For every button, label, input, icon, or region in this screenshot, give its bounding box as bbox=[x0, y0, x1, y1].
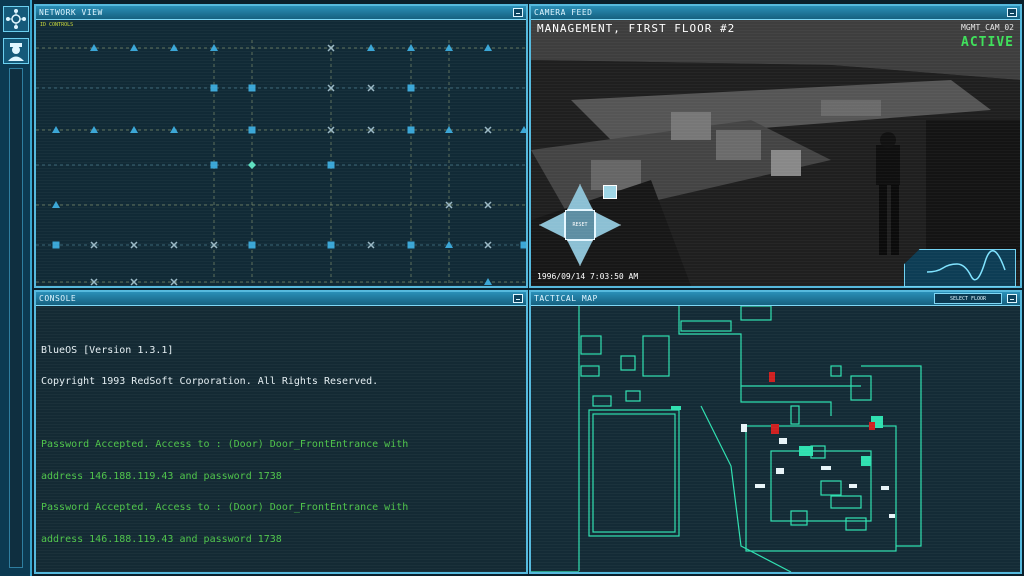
pan-right-button[interactable] bbox=[595, 212, 621, 238]
network-node[interactable] bbox=[484, 201, 492, 209]
network-node[interactable] bbox=[327, 44, 335, 52]
network-node[interactable] bbox=[407, 241, 415, 249]
network-node[interactable] bbox=[484, 44, 492, 51]
network-view-title: NETWORK VIEW bbox=[39, 8, 103, 17]
console-output[interactable]: BlueOS [Version 1.3.1] Copyright 1993 Re… bbox=[41, 325, 408, 567]
network-node[interactable] bbox=[210, 44, 218, 51]
network-node[interactable] bbox=[52, 126, 60, 133]
select-floor-button[interactable]: SELECT FLOOR bbox=[934, 293, 1002, 304]
tactical-map-title: TACTICAL MAP bbox=[534, 294, 598, 303]
network-node[interactable] bbox=[407, 126, 415, 134]
network-node[interactable] bbox=[170, 241, 178, 249]
network-node[interactable] bbox=[520, 241, 527, 249]
camera-feed-panel: CAMERA FEED MANAGEMENT, FIRST FLOOR #2 M… bbox=[529, 4, 1022, 288]
network-node[interactable] bbox=[130, 241, 138, 249]
network-node[interactable] bbox=[367, 84, 375, 92]
left-rail bbox=[0, 0, 32, 576]
network-node[interactable] bbox=[520, 126, 526, 133]
reset-label: RESET bbox=[572, 222, 588, 228]
console-line: Password Accepted. Access to : (Door) Do… bbox=[41, 439, 409, 450]
minimize-icon[interactable] bbox=[513, 8, 523, 17]
network-node[interactable] bbox=[445, 126, 453, 133]
camera-id: MGMT_CAM_02 bbox=[961, 23, 1014, 32]
network-node[interactable] bbox=[52, 241, 60, 249]
network-node[interactable] bbox=[52, 201, 60, 208]
console-panel: CONSOLE BlueOS [Version 1.3.1] Copyright… bbox=[34, 290, 528, 574]
camera-feed-titlebar: CAMERA FEED bbox=[531, 6, 1020, 20]
signal-wave-indicator bbox=[904, 249, 1016, 287]
minimize-icon[interactable] bbox=[1007, 294, 1017, 303]
camera-feed-title: CAMERA FEED bbox=[534, 8, 593, 17]
network-node[interactable] bbox=[248, 241, 256, 249]
network-node[interactable] bbox=[327, 241, 335, 249]
network-tag: ID CONTROLS bbox=[40, 22, 74, 28]
minimize-icon[interactable] bbox=[1007, 8, 1017, 17]
network-node[interactable] bbox=[248, 126, 256, 134]
pan-up-button[interactable] bbox=[567, 184, 593, 210]
network-graph[interactable] bbox=[36, 20, 526, 286]
network-node[interactable] bbox=[367, 44, 375, 51]
network-node[interactable] bbox=[367, 126, 375, 134]
camera-location: MANAGEMENT, FIRST FLOOR #2 bbox=[537, 22, 736, 35]
network-node[interactable] bbox=[327, 126, 335, 134]
console-line: BlueOS [Version 1.3.1] bbox=[41, 344, 174, 356]
network-node[interactable] bbox=[210, 161, 218, 169]
network-node[interactable] bbox=[484, 241, 492, 249]
network-node[interactable] bbox=[170, 278, 178, 286]
network-node[interactable] bbox=[90, 44, 98, 51]
network-node[interactable] bbox=[90, 126, 98, 133]
network-node[interactable] bbox=[445, 44, 453, 51]
reset-view-button[interactable]: RESET bbox=[565, 210, 595, 240]
waveform-icon bbox=[926, 250, 1006, 281]
network-node[interactable] bbox=[484, 126, 492, 134]
network-view-panel: NETWORK VIEW ID CONTROLS bbox=[34, 4, 528, 288]
zoom-button[interactable] bbox=[603, 185, 617, 199]
network-node[interactable] bbox=[90, 278, 98, 286]
network-node[interactable] bbox=[327, 161, 335, 169]
pan-left-button[interactable] bbox=[539, 212, 565, 238]
hub-network-icon[interactable] bbox=[3, 6, 29, 32]
console-line: address 146.188.119.43 and password 1738 bbox=[41, 470, 282, 482]
network-node[interactable] bbox=[130, 126, 138, 133]
network-node[interactable] bbox=[484, 278, 492, 285]
floor-plan[interactable] bbox=[531, 306, 1020, 572]
rail-scroll-track[interactable] bbox=[9, 68, 23, 568]
network-node[interactable] bbox=[170, 126, 178, 133]
network-node[interactable] bbox=[407, 44, 415, 51]
console-line bbox=[41, 409, 408, 420]
console-line: Password Accepted. Access to : (Door) Do… bbox=[41, 502, 409, 513]
tactical-map-panel: TACTICAL MAP SELECT FLOOR bbox=[529, 290, 1022, 574]
network-node[interactable] bbox=[210, 241, 218, 249]
user-agent-icon[interactable] bbox=[3, 38, 29, 64]
network-node[interactable] bbox=[248, 84, 256, 92]
network-node[interactable] bbox=[445, 201, 453, 209]
pan-down-button[interactable] bbox=[567, 240, 593, 266]
network-node[interactable] bbox=[130, 278, 138, 286]
console-line: Copyright 1993 RedSoft Corporation. All … bbox=[41, 376, 379, 387]
network-node[interactable] bbox=[90, 241, 98, 249]
console-title: CONSOLE bbox=[39, 294, 77, 303]
minimize-icon[interactable] bbox=[513, 294, 523, 303]
network-view-titlebar: NETWORK VIEW bbox=[36, 6, 526, 20]
camera-dpad: RESET bbox=[537, 182, 623, 268]
network-node[interactable] bbox=[210, 84, 218, 92]
network-node[interactable] bbox=[327, 84, 335, 92]
camera-timestamp: 1996/09/14 7:03:50 AM bbox=[537, 272, 639, 281]
tactical-map-titlebar: TACTICAL MAP SELECT FLOOR bbox=[531, 292, 1020, 306]
camera-status: ACTIVE bbox=[961, 35, 1014, 50]
console-line: address 146.188.119.43 and password 1738 bbox=[41, 533, 282, 545]
network-node[interactable] bbox=[367, 241, 375, 249]
network-node[interactable] bbox=[407, 84, 415, 92]
network-node[interactable] bbox=[248, 161, 256, 169]
network-node[interactable] bbox=[170, 44, 178, 51]
console-titlebar: CONSOLE bbox=[36, 292, 526, 306]
network-node[interactable] bbox=[130, 44, 138, 51]
network-node[interactable] bbox=[445, 241, 453, 248]
